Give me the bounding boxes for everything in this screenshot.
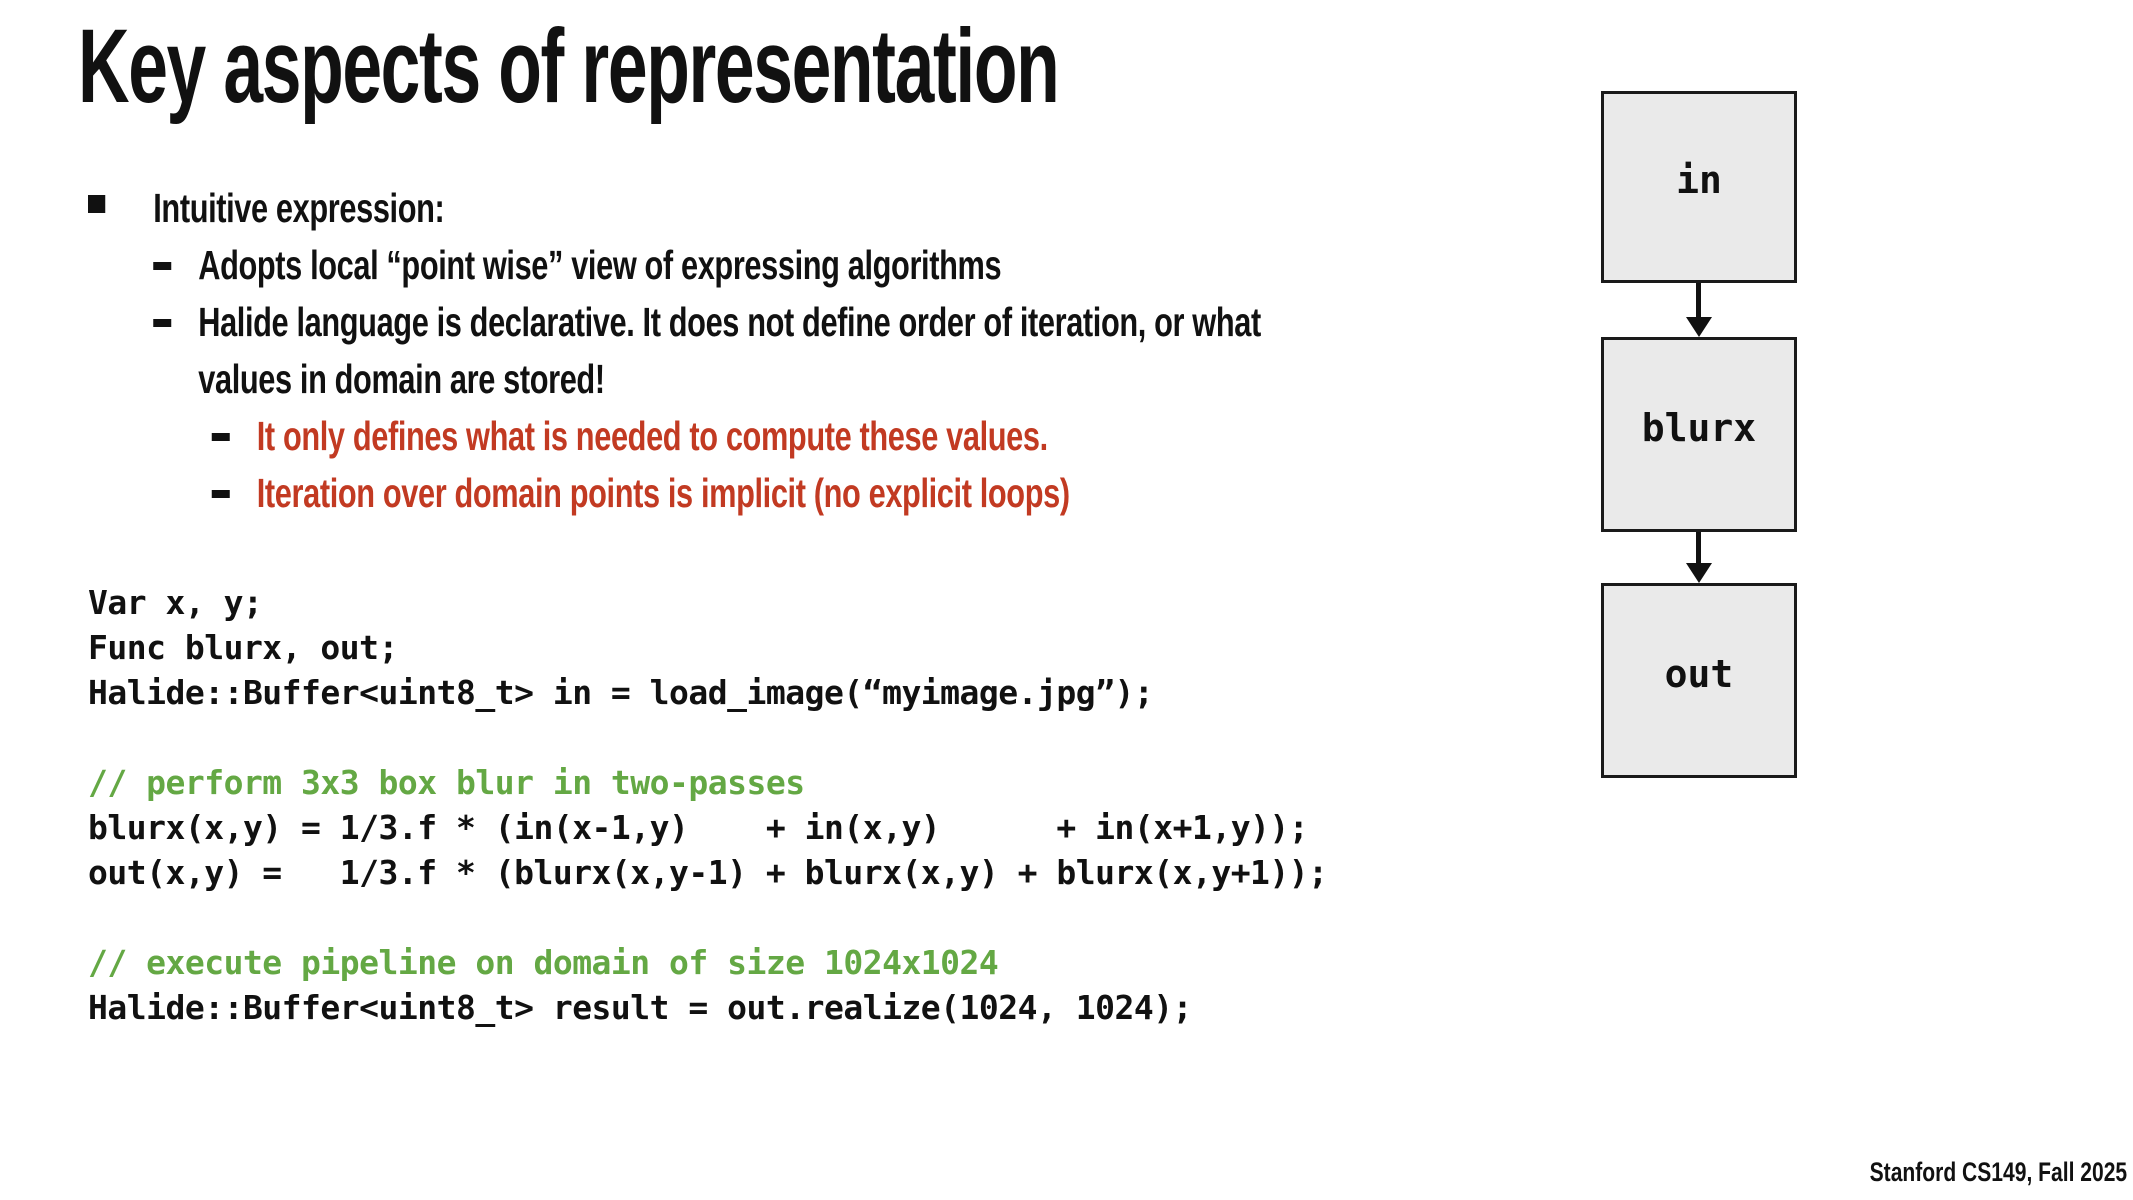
dash-bullet-icon	[211, 490, 230, 498]
diagram-node-in: in	[1601, 91, 1797, 283]
page-title: Key aspects of representation	[78, 8, 1060, 125]
arrow-down-icon	[1685, 563, 1712, 583]
bullet-line: It only defines what is needed to comput…	[88, 408, 1888, 465]
code-line-blank	[88, 895, 1328, 940]
arrow-down-icon	[1696, 532, 1701, 565]
bullet-list: Intuitive expression: Adopts local “poin…	[88, 180, 1888, 540]
bullet-line: values in domain are stored!	[88, 351, 1888, 408]
bullet-text: Intuitive expression:	[153, 185, 445, 231]
bullet-line: Adopts local “point wise” view of expres…	[88, 237, 1888, 294]
code-line: blurx(x,y) = 1/3.f * (in(x-1,y) + in(x,y…	[88, 808, 1309, 847]
code-line: Func blurx, out;	[88, 628, 398, 667]
diagram-node-out: out	[1601, 583, 1797, 778]
bullet-text: Halide language is declarative. It does …	[198, 299, 1261, 345]
bullet-text: Adopts local “point wise” view of expres…	[198, 242, 1002, 288]
bullet-line: Intuitive expression:	[88, 180, 1888, 237]
code-line: Var x, y;	[88, 583, 263, 622]
node-label: in	[1676, 158, 1722, 202]
dash-bullet-icon	[153, 262, 172, 270]
arrow-down-icon	[1696, 283, 1701, 319]
code-comment-line: // perform 3x3 box blur in two-passes	[88, 763, 805, 802]
bullet-text: values in domain are stored!	[198, 356, 605, 402]
code-line: out(x,y) = 1/3.f * (blurx(x,y-1) + blurx…	[88, 853, 1328, 892]
diagram-node-blurx: blurx	[1601, 337, 1797, 532]
dash-bullet-icon	[153, 319, 172, 327]
code-comment-line: // execute pipeline on domain of size 10…	[88, 943, 999, 982]
code-block: Var x, y; Func blurx, out; Halide::Buffe…	[88, 580, 1328, 1030]
footer-credit: Stanford CS149, Fall 2025	[1869, 1157, 2127, 1187]
code-line: Halide::Buffer<uint8_t> in = load_image(…	[88, 673, 1154, 712]
bullet-square-icon	[88, 195, 106, 213]
arrow-down-icon	[1685, 317, 1712, 337]
bullet-line: Halide language is declarative. It does …	[88, 294, 1888, 351]
code-line-blank	[88, 715, 1328, 760]
dash-bullet-icon	[211, 433, 230, 441]
bullet-text-highlight: It only defines what is needed to comput…	[256, 413, 1048, 459]
node-label: out	[1664, 651, 1734, 696]
code-line: Halide::Buffer<uint8_t> result = out.rea…	[88, 988, 1192, 1027]
node-label: blurx	[1641, 405, 1757, 450]
bullet-text-highlight: Iteration over domain points is implicit…	[256, 470, 1070, 516]
bullet-line: Iteration over domain points is implicit…	[88, 465, 1888, 522]
